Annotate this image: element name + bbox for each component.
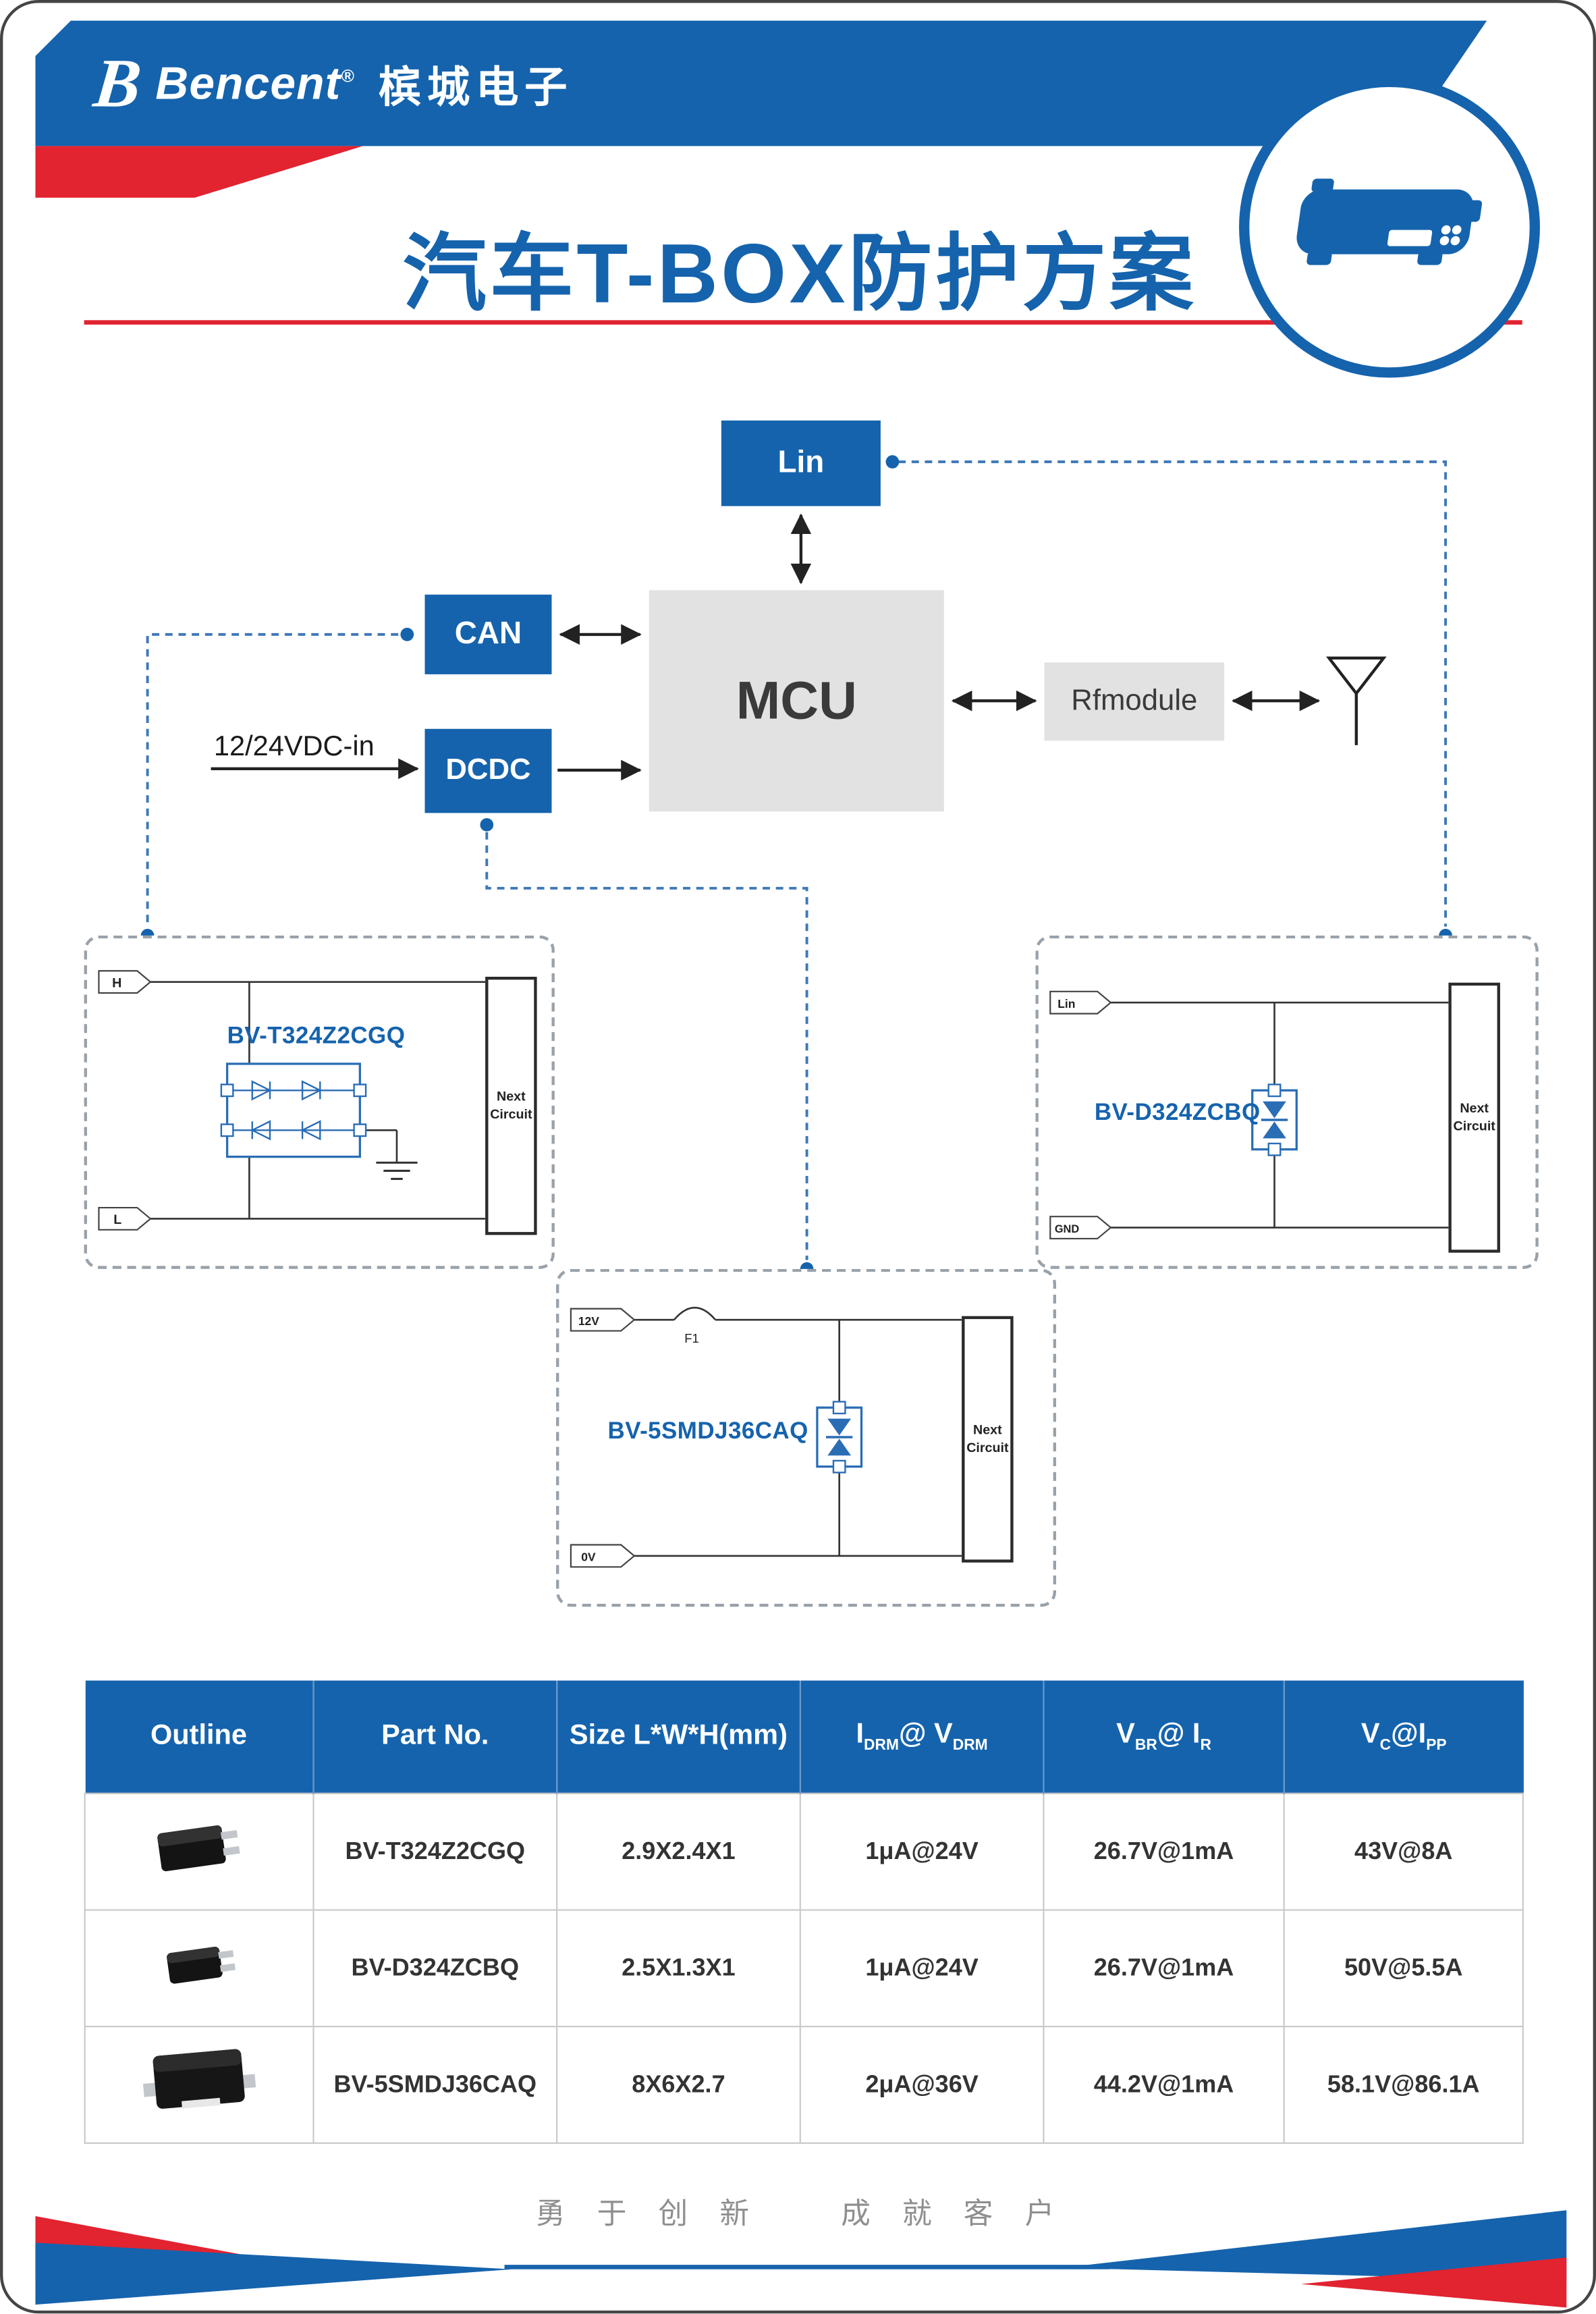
brand-name-chinese: 槟城电子 [378,65,574,113]
dashed-link-lin [898,460,1448,927]
dashed-links [146,460,1448,1260]
terminal-tag-gnd: GND [1049,1216,1112,1240]
block-can: CAN [424,594,552,674]
brand-logo-icon: B [90,45,145,122]
cell-size: 2.9X2.4X1 [556,1792,801,1911]
ground-icon [376,1161,418,1180]
spec-table: Outline Part No. Size L*W*H(mm) IDRM@ VD… [84,1680,1524,2144]
cell-vbr: 26.7V@1mA [1043,1909,1285,2028]
svg-text:L: L [113,1212,121,1227]
cell-size: 2.5X1.3X1 [556,1909,801,2028]
col-header-vbr: VBR@ IR [1043,1680,1284,1794]
next-circuit-box-lin: Next Circuit [1448,982,1500,1253]
footer-right-red-accent [1300,2257,1567,2308]
col-header-vc: VC@IPP [1283,1680,1523,1794]
table-row: BV-5SMDJ36CAQ 8X6X2.7 2μA@36V 44.2V@1mA … [84,2026,1524,2144]
brand-name: Bencent® [155,57,354,111]
cell-vc: 43V@8A [1283,1792,1524,1911]
col-header-size: Size L*W*H(mm) [556,1680,800,1794]
circuit-drawing-power: F1 12V 0V [570,1306,962,1568]
part-label-lin: BV-D324ZCBQ [1094,1100,1261,1126]
footer-blue-line [504,2265,1109,2269]
header-red-accent [35,146,363,198]
block-dcdc: DCDC [424,728,552,813]
col-header-idrm: IDRM@ VDRM [799,1680,1044,1794]
footer-slogan: 勇 于 创 新 成 就 客 户 [535,2198,1066,2231]
circuit-box-lin-protection: Lin GND BV-D324ZCBQ Next Circuit [1035,935,1539,1269]
terminal-tag-h: H [98,970,152,994]
next-circuit-box-power: Next Circuit [962,1316,1014,1563]
terminal-tag-12v: 12V [570,1308,636,1332]
block-rfmodule-label: Rfmodule [1071,684,1198,718]
fuse-label: F1 [684,1331,699,1345]
chip-photo-smc-icon [142,2048,256,2108]
registered-mark: ® [341,65,355,87]
cell-idrm: 1μA@24V [799,1909,1045,2028]
circuit-drawing-can: H L [98,970,486,1231]
cell-vc: 50V@5.5A [1283,1909,1524,2028]
next-circuit-box-can: Next Circuit [485,976,537,1235]
cell-vbr: 26.7V@1mA [1043,1792,1285,1911]
chip-photo-sod-icon [167,1945,236,1983]
tbox-device-icon [1296,178,1483,265]
spec-table-header: Outline Part No. Size L*W*H(mm) IDRM@ VD… [84,1680,1523,1794]
svg-text:GND: GND [1055,1223,1080,1235]
cell-vbr: 44.2V@1mA [1043,2026,1285,2144]
part-label-can: BV-T324Z2CGQ [227,1023,406,1050]
block-mcu: MCU [649,590,944,812]
vdc-in-label: 12/24VDC-in [213,732,375,763]
tbox-icon-circle [1239,76,1540,378]
table-row: BV-T324Z2CGQ 2.9X2.4X1 1μA@24V 26.7V@1mA… [84,1792,1524,1911]
svg-text:12V: 12V [578,1314,599,1328]
part-label-power: BV-5SMDJ36CAQ [607,1419,808,1445]
svg-text:0V: 0V [581,1551,596,1564]
block-can-label: CAN [454,616,522,651]
dashed-link-dcdc [485,832,808,1260]
brand-logo: B Bencent® 槟城电子 [90,41,574,127]
col-header-part-no: Part No. [312,1680,557,1794]
block-lin-label: Lin [777,446,825,480]
tvs-diode-symbol-power [816,1401,863,1474]
cell-vc: 58.1V@86.1A [1283,2026,1524,2144]
footer-right-blue-accent [1062,2210,1567,2282]
cell-part-no: BV-D324ZCBQ [312,1909,558,2028]
cell-idrm: 1μA@24V [799,1792,1045,1911]
title-underline [84,320,1522,325]
svg-text:H: H [112,975,121,990]
terminal-tag-lin: Lin [1049,990,1112,1015]
block-dcdc-label: DCDC [445,753,531,787]
brand-name-text: Bencent [155,57,341,109]
footer-decoration [35,2210,1567,2308]
page-title: 汽车T-BOX防护方案 [402,227,1196,322]
connector-layer [140,455,1452,1276]
header-band-decoration [35,20,1487,198]
block-mcu-label: MCU [736,670,857,730]
circuit-box-power-protection: F1 12V 0V BV-5S [556,1268,1057,1607]
block-lin: Lin [721,420,881,506]
terminal-tag-l: L [98,1206,152,1231]
svg-text:Lin: Lin [1057,997,1075,1011]
dashed-link-can [146,633,399,927]
cell-part-no: BV-5SMDJ36CAQ [312,2026,558,2144]
circuit-drawing-lin: Lin GND [1049,990,1449,1240]
circuit-box-can-protection: H L [84,935,555,1269]
antenna-icon [1325,656,1387,745]
cell-idrm: 2μA@36V [799,2026,1045,2144]
tvs-diode-symbol [1251,1083,1298,1156]
cell-size: 8X6X2.7 [556,2026,801,2144]
chip-photo-sot-icon [157,1825,240,1871]
cell-outline [84,1909,314,2028]
header-blue-band [35,20,1487,146]
tvs-array-symbol [220,1062,367,1158]
footer-left-blue-accent [35,2242,512,2305]
terminal-tag-0v: 0V [570,1544,636,1568]
cell-outline [84,2026,314,2144]
cell-outline [84,1792,314,1911]
col-header-outline: Outline [84,1680,314,1794]
table-row: BV-D324ZCBQ 2.5X1.3X1 1μA@24V 26.7V@1mA … [84,1909,1524,2028]
cell-part-no: BV-T324Z2CGQ [312,1792,558,1911]
block-rfmodule: Rfmodule [1044,662,1225,741]
